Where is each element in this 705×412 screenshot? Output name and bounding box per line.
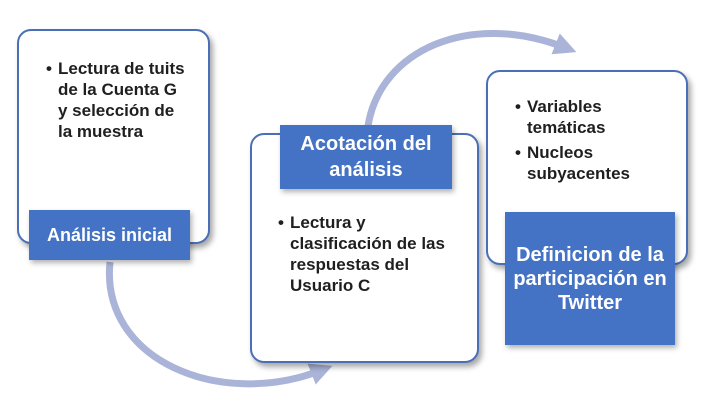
stage-2-bullets: Lectura y clasificación de las respuesta…	[278, 212, 456, 296]
stage-3-label: Definicion de la participación en Twitte…	[505, 212, 675, 345]
stage-3-bullet-1: Variables temáticas	[515, 96, 675, 138]
stage-3-bullet-2: Nucleos subyacentes	[515, 142, 675, 184]
stage-3-bullets: Variables temáticas Nucleos subyacentes	[515, 96, 675, 184]
stage-2-label: Acotación del análisis	[280, 125, 452, 189]
stage-1-bullets: Lectura de tuits de la Cuenta G y selecc…	[46, 58, 186, 142]
stage-2-bullet: Lectura y clasificación de las respuesta…	[278, 212, 456, 296]
stage-1-label: Análisis inicial	[29, 210, 190, 260]
stage-1-bullet: Lectura de tuits de la Cuenta G y selecc…	[46, 58, 186, 142]
arrow-stage1-to-stage2	[105, 261, 333, 388]
arrow-stage2-to-stage3	[364, 30, 577, 127]
